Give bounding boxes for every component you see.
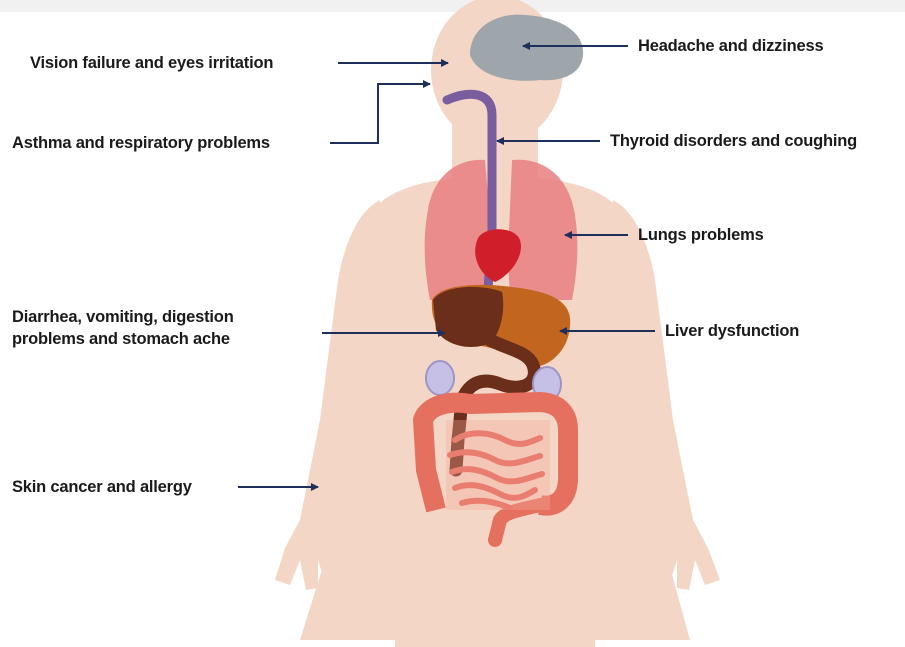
right-lung: [508, 160, 577, 300]
label-digestion: Diarrhea, vomiting, digestion problems a…: [12, 306, 312, 350]
brain: [470, 15, 583, 81]
top-banner: [0, 0, 905, 12]
label-digestion-line2: problems and stomach ache: [12, 328, 312, 350]
abdomen-fill: [446, 420, 550, 510]
label-asthma: Asthma and respiratory problems: [12, 132, 270, 154]
asthma-arrow: [330, 84, 430, 143]
label-skin: Skin cancer and allergy: [12, 476, 192, 498]
label-headache: Headache and dizziness: [638, 35, 823, 57]
left-kidney: [426, 361, 454, 395]
label-vision: Vision failure and eyes irritation: [30, 52, 273, 74]
label-digestion-line1: Diarrhea, vomiting, digestion: [12, 306, 312, 328]
label-lungs: Lungs problems: [638, 224, 764, 246]
label-liver: Liver dysfunction: [665, 320, 799, 342]
label-thyroid: Thyroid disorders and coughing: [610, 130, 857, 152]
